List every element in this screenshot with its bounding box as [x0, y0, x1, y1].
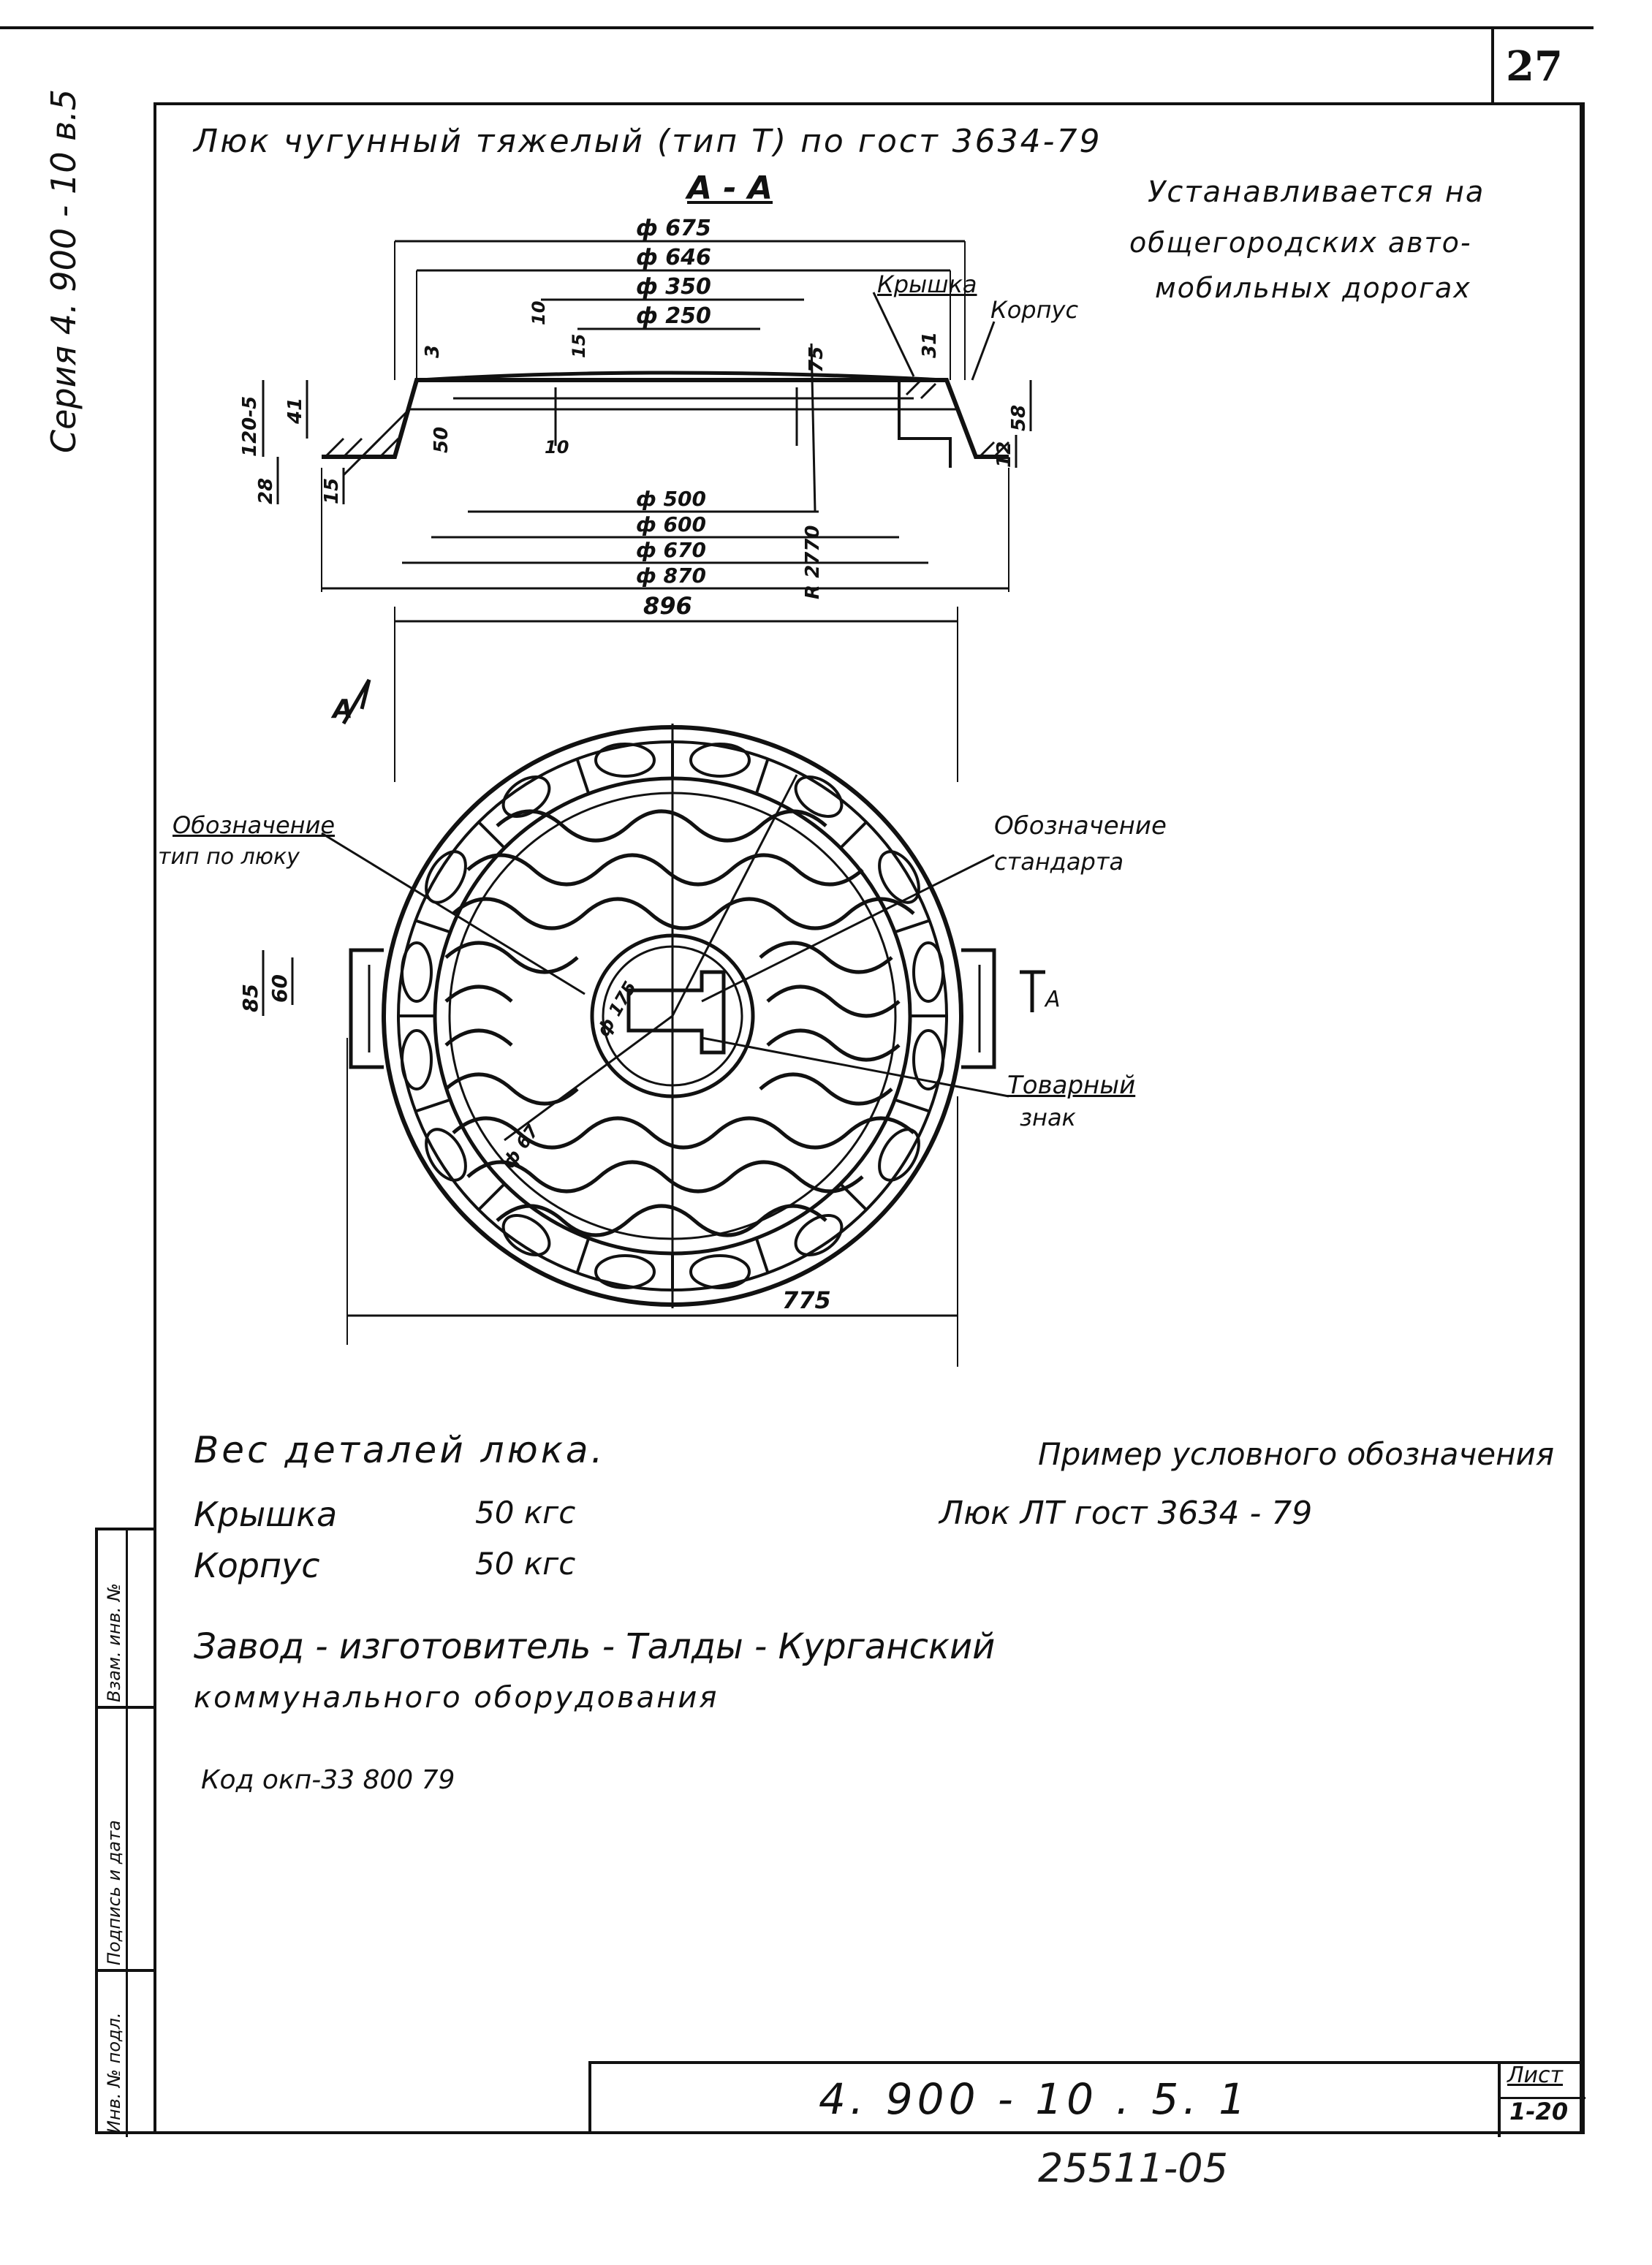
right-edge-line: [1583, 102, 1585, 2134]
dim-31: 31: [919, 332, 941, 358]
dim-10b: 10: [545, 437, 569, 458]
title-block: [588, 2061, 1585, 2137]
dim-870: ф 870: [636, 564, 706, 588]
cover-weight: 50 кгс: [475, 1495, 576, 1530]
callout-standard-1: Обозначение: [994, 811, 1167, 841]
installed-note-2: общегородских авто-: [1129, 227, 1472, 259]
dim-75: 75: [806, 346, 827, 373]
callout-trademark-2: знак: [1020, 1104, 1076, 1131]
installed-note-3: мобильных дорогах: [1155, 272, 1471, 304]
callout-body: Корпус: [990, 296, 1079, 324]
dim-28: 28: [255, 478, 277, 504]
callout-type-mark-1: Обозначение: [173, 811, 336, 839]
dim-350: ф 350: [636, 274, 711, 300]
side-stamp: Взам. инв. № Подпись и дата Инв. № подл.: [95, 1528, 156, 2137]
page-number: 27: [1506, 42, 1563, 91]
dim-250: ф 250: [636, 303, 711, 329]
example-title: Пример условного обозначения: [1038, 1436, 1555, 1472]
stamp-cell-1: Инв. № подл.: [104, 2012, 124, 2133]
dim-r-inner: R 2770: [802, 526, 824, 599]
dim-85: 85: [238, 984, 262, 1012]
dim-60: 60: [268, 974, 292, 1003]
dim-896: 896: [643, 592, 692, 620]
code-line: Код окп-33 800 79: [201, 1765, 455, 1795]
view-label-right: А: [1045, 987, 1061, 1012]
view-label-left: А: [333, 694, 353, 724]
body-weight-label: Корпус: [194, 1546, 320, 1585]
callout-type-mark-2: тип по люку: [158, 844, 300, 870]
callout-trademark-1: Товарный: [1007, 1071, 1136, 1100]
dim-12: 12: [993, 441, 1015, 468]
example-value: Люк ЛТ гост 3634 - 79: [939, 1495, 1313, 1532]
dim-775: 775: [782, 1286, 831, 1314]
dim-15-left: 15: [321, 478, 343, 504]
top-border: [0, 26, 1594, 29]
body-weight: 50 кгс: [475, 1546, 576, 1582]
dim-670: ф 670: [636, 538, 706, 562]
callout-cover: Крышка: [877, 270, 977, 298]
dim-15-mid: 15: [569, 334, 589, 358]
dim-67: ф 67: [499, 1120, 543, 1172]
sheet-label: Лист: [1507, 2063, 1564, 2088]
sheet-number: 1-20: [1509, 2098, 1569, 2125]
dim-120: 120-5: [239, 396, 261, 457]
cover-weight-label: Крышка: [194, 1495, 338, 1534]
dim-600: ф 600: [636, 512, 706, 536]
dim-58: 58: [1008, 405, 1030, 431]
dim-3: 3: [422, 345, 444, 358]
dim-646: ф 646: [636, 245, 711, 270]
designation-number: 4. 900 - 10 . 5. 1: [819, 2074, 1251, 2124]
dim-41: 41: [284, 398, 306, 425]
plant-line-1: Завод - изготовитель - Талды - Кургански…: [194, 1626, 996, 1667]
dim-500: ф 500: [636, 487, 706, 511]
stamp-cell-3: Взам. инв. №: [104, 1583, 124, 1702]
dim-10a: 10: [528, 301, 549, 325]
dim-675: ф 675: [636, 216, 711, 241]
page-number-box: [1491, 29, 1583, 102]
weight-title: Вес деталей люка.: [194, 1429, 606, 1471]
stamp-cell-2: Подпись и дата: [104, 1820, 124, 1965]
dim-50: 50: [431, 427, 452, 453]
main-frame: [154, 102, 1583, 2134]
section-label: А - А: [687, 170, 773, 207]
installed-note-1: Устанавливается на: [1148, 175, 1485, 209]
callout-standard-2: стандарта: [994, 848, 1124, 876]
bottom-stamp: 25511-05: [1038, 2145, 1228, 2191]
title-line: Люк чугунный тяжелый (тип Т) по гост 363…: [194, 123, 1102, 160]
plant-line-2: коммунального оборудования: [194, 1681, 719, 1715]
